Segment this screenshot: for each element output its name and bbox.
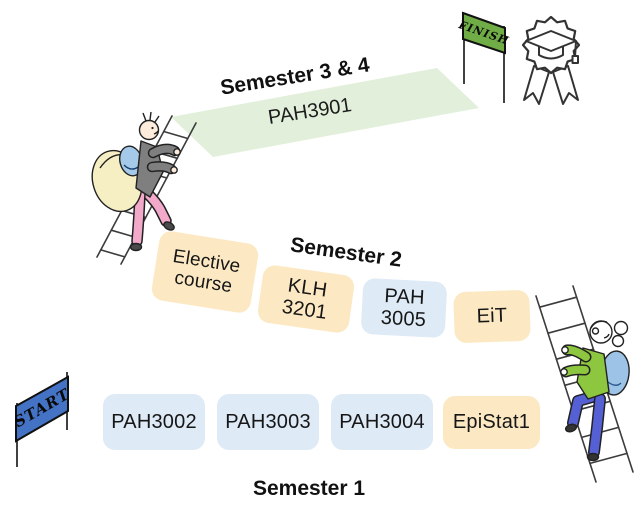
course-tile-eit: EiT [453, 289, 531, 344]
mortarboard-icon [525, 30, 579, 64]
course-tile-pah3003: PAH3003 [217, 394, 319, 450]
graduation-award-icon [521, 15, 581, 105]
course-tile-pah3005: PAH 3005 [360, 277, 448, 339]
start-banner [15, 372, 69, 467]
hiker-right-icon [560, 320, 630, 462]
semester-1-title: Semester 1 [252, 477, 366, 500]
course-tile-epistat1: EpiStat1 [443, 396, 540, 449]
thesis-band [171, 68, 479, 157]
hiker-left-icon [91, 111, 181, 252]
course-tile-pah3002: PAH3002 [103, 394, 205, 450]
course-tile-pah3004: PAH3004 [331, 394, 433, 450]
finish-banner [462, 11, 506, 103]
